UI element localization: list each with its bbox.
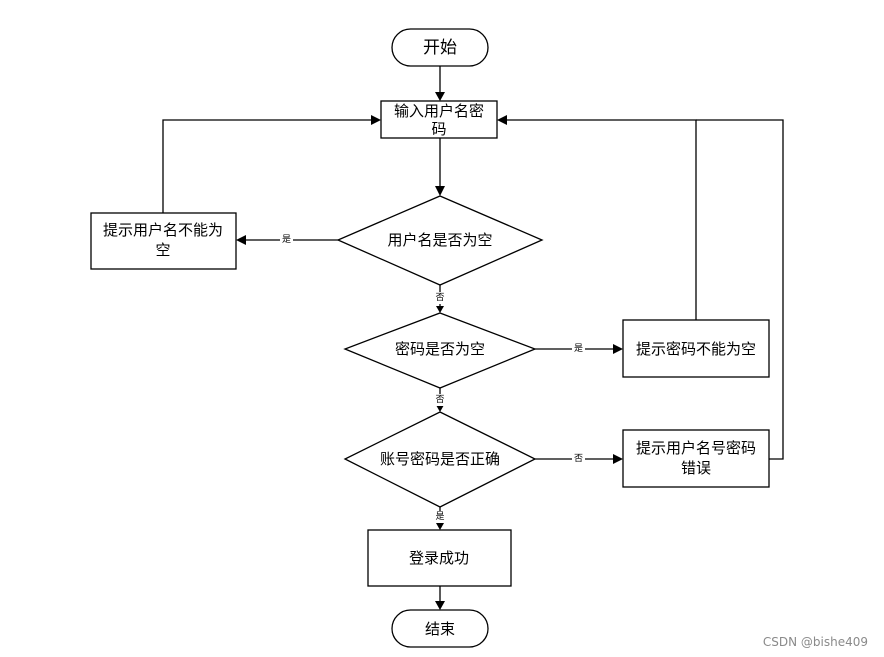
check-password-label: 密码是否为空 — [395, 340, 485, 358]
prompt-username-box — [90, 212, 237, 270]
watermark: CSDN @bishe409 — [763, 635, 868, 649]
prompt-password-label: 提示密码不能为空 — [636, 340, 756, 358]
arrowhead-input-right — [497, 115, 507, 125]
prompt-username-label-line1: 提示用户名不能为 — [103, 221, 223, 239]
edge-label-password-no: 否 — [435, 394, 444, 405]
arrowhead-prompt-error — [613, 454, 623, 464]
edge-prompt-password-back — [507, 119, 697, 320]
arrowhead-login-success — [436, 523, 444, 530]
login-success-label: 登录成功 — [409, 549, 469, 567]
prompt-error-label-line2: 错误 — [681, 459, 711, 477]
prompt-password-box — [622, 319, 770, 378]
edge-label-bg-password-yes — [572, 343, 585, 355]
arrowhead-check-credentials — [436, 405, 444, 412]
input-credentials-label-line2: 码 — [431, 120, 446, 138]
edge-prompt-error-back — [696, 119, 784, 460]
start-node — [391, 28, 489, 67]
edge-label-bg-credentials-yes — [434, 511, 447, 523]
edge-label-bg-password-no — [434, 394, 447, 406]
check-credentials-label: 账号密码是否正确 — [380, 450, 500, 468]
arrowhead-check-username — [435, 186, 445, 196]
prompt-error-box — [622, 429, 770, 488]
edge-label-username-yes: 是 — [282, 234, 291, 245]
arrowhead-prompt-password — [613, 344, 623, 354]
prompt-username-label-line2: 空 — [155, 241, 170, 259]
check-username-diamond — [336, 195, 544, 286]
edge-label-username-no: 否 — [435, 292, 444, 303]
edge-label-password-yes: 是 — [574, 343, 583, 354]
check-password-diamond — [343, 312, 537, 389]
end-node — [391, 609, 489, 648]
arrowhead-prompt-username — [236, 235, 246, 245]
arrowhead-input-top — [435, 92, 445, 101]
check-username-label: 用户名是否为空 — [387, 231, 492, 249]
end-label: 结束 — [425, 620, 455, 638]
edge-label-bg-username-yes — [280, 234, 293, 246]
edge-label-credentials-yes: 是 — [435, 511, 444, 522]
input-credentials-label-line1: 输入用户名密 — [394, 102, 484, 120]
start-label: 开始 — [423, 38, 457, 58]
arrowhead-end — [435, 601, 445, 610]
prompt-error-label-line1: 提示用户名号密码 — [636, 439, 756, 457]
edge-label-bg-username-no — [434, 292, 447, 304]
edge-prompt-username-back — [162, 119, 371, 213]
edge-label-bg-credentials-no — [572, 453, 585, 465]
login-success-box — [367, 529, 512, 587]
arrowhead-input-left — [371, 115, 381, 125]
check-credentials-diamond — [343, 411, 537, 508]
arrowhead-check-password — [436, 306, 444, 313]
input-credentials-box — [380, 100, 498, 139]
edge-label-credentials-no: 否 — [574, 453, 583, 464]
